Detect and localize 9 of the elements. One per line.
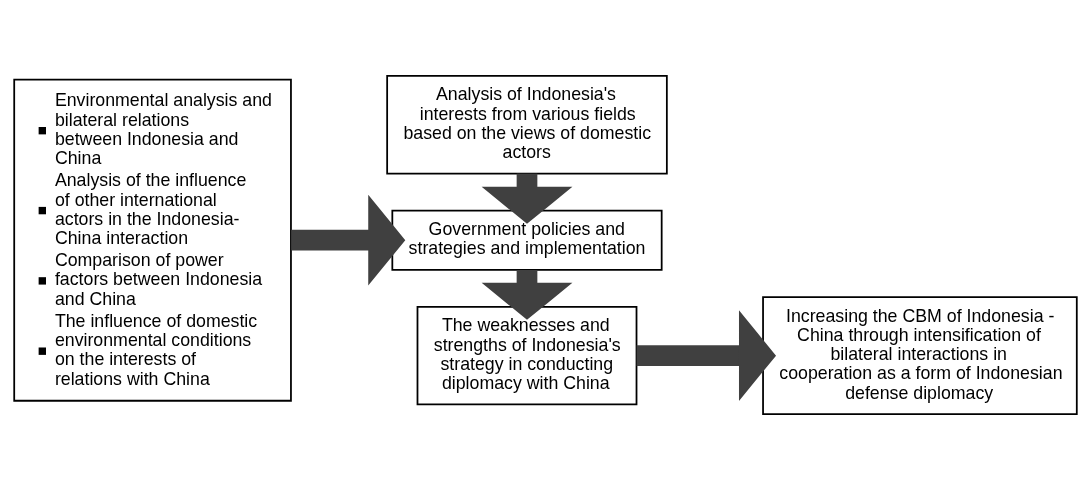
node-box: Analysis of Indonesia's interests from various fields based on the views of domestic actors	[386, 75, 668, 175]
arrow	[481, 173, 573, 224]
arrow	[636, 310, 777, 401]
node-box: Government policies and strategies and implementation	[391, 209, 663, 271]
arrow	[481, 270, 573, 320]
arrow	[291, 194, 406, 286]
node-box: Increasing the CBM of Indonesia - China through intensification of bilateral interactions in cooperation as a form of Indonesian defense diplomacy	[762, 296, 1078, 415]
node-box: Environmental analysis and bilateral relations between Indonesia and China Analysis of the influence of other international actors in the Indonesia-China interaction Comparison of power factors between Indonesia and China The influence of domestic environmental conditions on the interests of relations with China	[13, 78, 292, 402]
node-box: The weaknesses and strengths of Indonesia's strategy in conducting diplomacy with China	[416, 305, 638, 406]
